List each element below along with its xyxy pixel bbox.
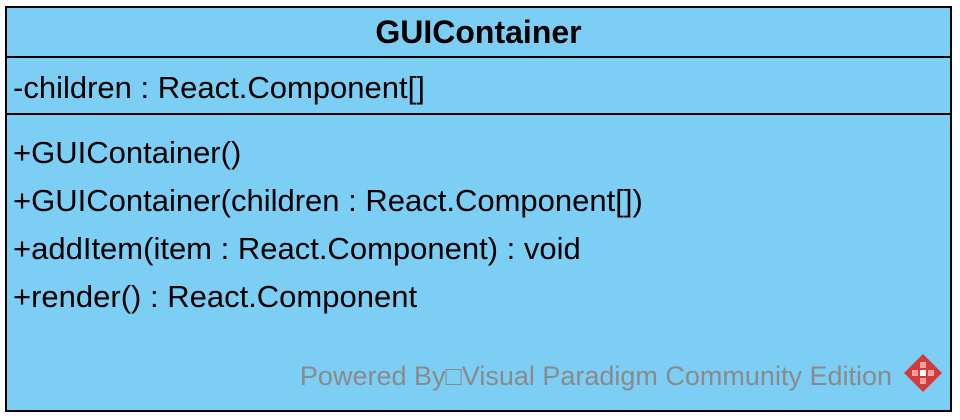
uml-class-box[interactable]: GUIContainer -children : React.Component… [5,6,952,412]
operations-compartment: +GUIContainer() +GUIContainer(children :… [7,115,950,321]
operation-add-item: +addItem(item : React.Component) : void [13,231,581,266]
powered-by-watermark: Powered By□Visual Paradigm Community Edi… [299,361,892,391]
operation-render: +render() : React.Component [13,279,418,314]
operation-constructor-default: +GUIContainer() [13,135,242,170]
attribute-children: -children : React.Component[] [13,70,425,105]
operation-constructor-children: +GUIContainer(children : React.Component… [13,183,643,218]
visual-paradigm-logo-icon [904,354,942,392]
attributes-compartment: -children : React.Component[] [7,58,950,115]
class-name: GUIContainer [7,8,950,58]
